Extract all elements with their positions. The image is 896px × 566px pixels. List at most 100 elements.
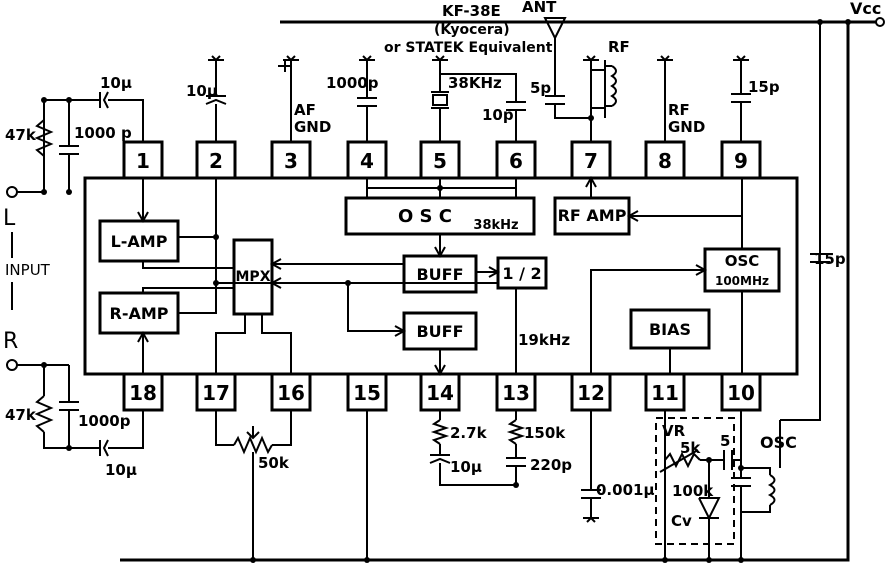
pin-label-8: 8 <box>658 149 672 173</box>
c0001-label: 0.001µ <box>596 481 654 499</box>
pin-7 <box>570 140 612 180</box>
osc-38khz-label: O S C <box>398 206 452 227</box>
input-r-terminal <box>6 359 18 371</box>
pin9-cap-label: 15p <box>748 78 780 96</box>
feedback-cap-label: 15p <box>814 250 846 268</box>
c5-label: 5 <box>720 432 730 450</box>
pot-50k: 50k <box>215 410 292 563</box>
pin8-rf-gnd: RF GND <box>657 55 705 142</box>
pin-label-13: 13 <box>502 381 530 405</box>
rf-gnd-label-2: GND <box>668 118 705 136</box>
pot-label: 50k <box>258 454 290 472</box>
crystal-alt: or STATEK Equivalent <box>384 40 553 56</box>
mpx-label: MPX <box>236 269 271 285</box>
pin-17 <box>195 372 237 412</box>
r100k-label: 100k <box>672 482 714 500</box>
rf-coil-label: RF <box>608 38 630 56</box>
pin-label-3: 3 <box>284 149 298 173</box>
osc-coil <box>767 474 776 506</box>
input-left-network: 47k 1000 p 10µ <box>5 74 144 198</box>
c10u-14-label: 10µ <box>450 458 482 476</box>
feedback-cap: 15p <box>780 19 846 421</box>
rf-gnd-label-1: RF <box>668 101 690 119</box>
pin-label-2: 2 <box>209 149 223 173</box>
pin-11 <box>644 372 686 412</box>
pin-14 <box>419 372 461 412</box>
pin-label-9: 9 <box>734 149 748 173</box>
pin4-cap: 1000p <box>326 55 379 142</box>
pin-label-18: 18 <box>129 381 157 405</box>
resistor-47k-bottom <box>34 395 54 433</box>
antenna-rf-network: ANT 5p RF <box>522 0 630 142</box>
r-amp-label: R-AMP <box>110 304 169 323</box>
vcc-label: Vcc <box>850 0 881 18</box>
pin-label-7: 7 <box>584 149 598 173</box>
bias-block <box>629 308 711 350</box>
osc-coil-label: OSC <box>760 433 797 452</box>
pin-label-5: 5 <box>433 149 447 173</box>
c1000p-bottom-label: 1000p <box>78 412 131 430</box>
r47k-bottom-label: 47k <box>5 406 37 424</box>
crystal-model: KF-38E <box>442 2 501 20</box>
cap-10u-bottom <box>95 410 144 457</box>
pin-label-16: 16 <box>277 381 305 405</box>
input-l-label: L <box>3 206 16 231</box>
top-pins: 1 2 3 4 5 6 7 8 9 <box>122 140 762 180</box>
pin-label-11: 11 <box>651 381 679 405</box>
pin12-cap: 0.001µ <box>581 410 654 523</box>
bottom-rail-dots <box>364 557 744 563</box>
c220p-label: 220p <box>530 456 572 474</box>
rf-coil <box>610 65 617 107</box>
pin-label-14: 14 <box>426 381 454 405</box>
pin-16 <box>270 372 312 412</box>
pin-label-4: 4 <box>360 149 374 173</box>
pin-6 <box>495 140 537 180</box>
r-amp-block <box>98 291 180 335</box>
ant-label: ANT <box>522 0 557 16</box>
rf-amp-label: RF AMP <box>558 206 627 225</box>
af-gnd-label-2: GND <box>294 118 331 136</box>
osc-tank: OSC <box>731 410 797 560</box>
resistor-47k-top <box>34 119 54 157</box>
mpx-block <box>232 238 274 316</box>
pin-label-10: 10 <box>727 381 755 405</box>
cap-1000p-bottom <box>59 365 79 448</box>
buff-lower-block <box>402 311 478 351</box>
pin2-cap-label: 10µ <box>186 82 218 100</box>
pin-label-12: 12 <box>577 381 605 405</box>
r47k-top-label: 47k <box>5 126 37 144</box>
freq-19khz-label: 19kHz <box>518 331 570 349</box>
buff-upper-label: BUFF <box>416 265 463 284</box>
pin3-af-gnd: AF GND <box>283 55 331 142</box>
pin6-cap-label: 10p <box>482 106 514 124</box>
cv-label: Cv <box>671 512 692 530</box>
divider-label: 1 / 2 <box>502 264 541 283</box>
internal-wiring <box>137 175 743 377</box>
pin-9 <box>720 140 762 180</box>
input-r-label: R <box>3 329 18 354</box>
pin-label-17: 17 <box>202 381 230 405</box>
pin13-network: 150k 220p <box>506 410 572 488</box>
input-l-terminal <box>6 186 18 198</box>
pin-label-6: 6 <box>509 149 523 173</box>
c10u-bottom-label: 10µ <box>105 461 137 479</box>
c10u-top-label: 10µ <box>100 74 132 92</box>
ant-cap-label: 5p <box>530 79 551 97</box>
vr-label: VR <box>662 422 686 440</box>
input-label: INPUT <box>5 261 51 279</box>
r150k-label: 150k <box>524 424 566 442</box>
crystal-maker: (Kyocera) <box>434 22 510 38</box>
bias-label: BIAS <box>649 320 691 339</box>
pin-label-1: 1 <box>136 149 150 173</box>
pin14-network: 2.7k 10µ <box>429 410 516 486</box>
vr-box <box>655 417 735 545</box>
buff-lower-label: BUFF <box>416 322 463 341</box>
osc-100mhz-label: OSC <box>725 252 760 270</box>
l-amp-block <box>98 219 180 263</box>
bottom-pins: 18 17 16 15 14 13 12 11 10 <box>122 372 762 412</box>
vr-network: 5k 5 100k Cv <box>659 410 742 560</box>
cap-10u-top <box>95 91 109 109</box>
cap-1000p-top <box>59 100 79 192</box>
r27k-label: 2.7k <box>450 424 488 442</box>
